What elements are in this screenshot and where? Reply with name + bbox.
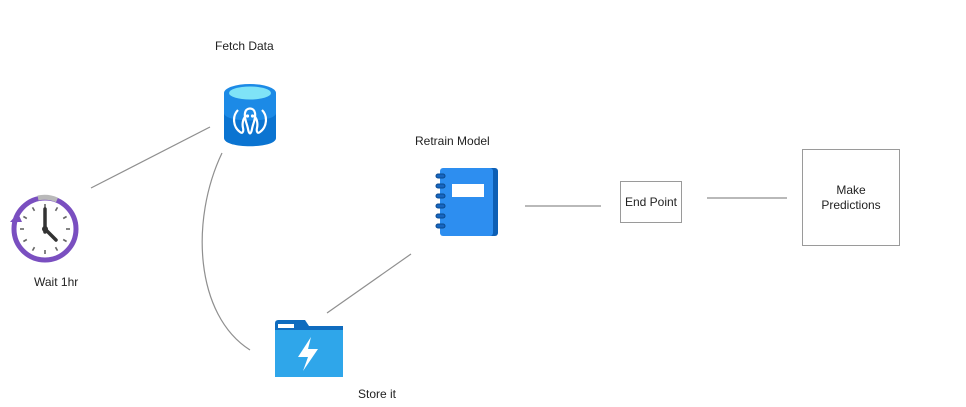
make-predictions-node: Make Predictions <box>802 149 900 246</box>
edge-store-to-retrain <box>326 253 412 314</box>
store-it-label: Store it <box>358 387 397 401</box>
wait-label: Wait 1hr <box>34 275 79 289</box>
end-point-node: End Point <box>620 181 682 223</box>
postgresql-database-icon <box>224 84 276 147</box>
fetch-data-label: Fetch Data <box>215 39 274 53</box>
edge-wait-to-fetch <box>90 126 211 189</box>
storage-folder-icon <box>275 320 343 377</box>
notebook-icon <box>435 168 498 236</box>
make-predictions-line1: Make <box>836 182 866 197</box>
end-point-label: End Point <box>624 194 678 209</box>
clock-icon <box>10 194 79 263</box>
edges <box>90 126 787 351</box>
retrain-model-label: Retrain Model <box>415 134 490 148</box>
edge-fetch-to-store <box>201 152 251 351</box>
make-predictions-line2: Predictions <box>821 197 881 212</box>
